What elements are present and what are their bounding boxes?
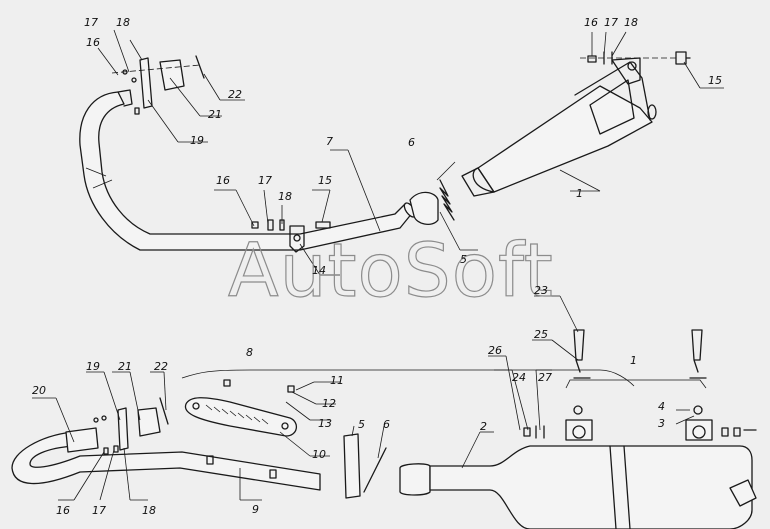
callout-5: 5 (358, 418, 365, 431)
callout-17: 17 (604, 16, 618, 29)
callout-3: 3 (658, 417, 665, 430)
callout-12: 12 (322, 397, 336, 410)
callout-21: 21 (208, 108, 222, 121)
callout-10: 10 (312, 448, 326, 461)
callout-16: 16 (86, 36, 100, 49)
callout-19: 19 (190, 134, 204, 147)
callout-9: 9 (252, 503, 259, 516)
lower-bracket (181, 369, 635, 437)
callout-7: 7 (326, 135, 333, 148)
callout-26: 26 (488, 344, 502, 357)
callout-labels: 1 1 2 3 4 5 5 6 6 7 8 9 10 11 12 13 14 1… (32, 16, 722, 517)
callout-18: 18 (624, 16, 638, 29)
leader-lines (32, 29, 724, 501)
callout-13: 13 (318, 417, 332, 430)
callout-18: 18 (116, 16, 130, 29)
upper-exhaust-pipe (79, 89, 417, 251)
callout-5: 5 (460, 253, 467, 266)
callout-1: 1 (576, 187, 583, 200)
callout-27: 27 (538, 371, 552, 384)
callout-2: 2 (480, 420, 487, 433)
callout-17: 17 (92, 504, 106, 517)
lower-exhaust-pipe (11, 427, 321, 491)
callout-18: 18 (142, 504, 156, 517)
callout-23: 23 (534, 284, 548, 297)
callout-4: 4 (658, 400, 665, 413)
callout-25: 25 (534, 328, 548, 341)
lower-flange-parts (93, 397, 169, 455)
callout-15: 15 (708, 74, 722, 87)
callout-17: 17 (258, 174, 272, 187)
upper-flange-parts (111, 55, 205, 115)
callout-24: 24 (512, 371, 526, 384)
callout-6: 6 (408, 136, 415, 149)
watermark: AutoSoft (228, 228, 554, 314)
callout-16: 16 (56, 504, 70, 517)
callout-20: 20 (32, 384, 46, 397)
callout-21: 21 (118, 360, 132, 373)
callout-18: 18 (278, 190, 292, 203)
upper-muffler (461, 57, 657, 197)
callout-15: 15 (318, 174, 332, 187)
callout-8: 8 (246, 346, 253, 359)
callout-16: 16 (584, 16, 598, 29)
callout-17: 17 (84, 16, 98, 29)
callout-22: 22 (154, 360, 168, 373)
callout-19: 19 (86, 360, 100, 373)
callout-1: 1 (630, 354, 637, 367)
lower-muffler (399, 329, 757, 529)
callout-11: 11 (330, 374, 344, 387)
callout-16: 16 (216, 174, 230, 187)
callout-14: 14 (312, 264, 326, 277)
callout-22: 22 (228, 88, 242, 101)
lower-clamp-spring (343, 433, 387, 499)
callout-6: 6 (383, 418, 390, 431)
